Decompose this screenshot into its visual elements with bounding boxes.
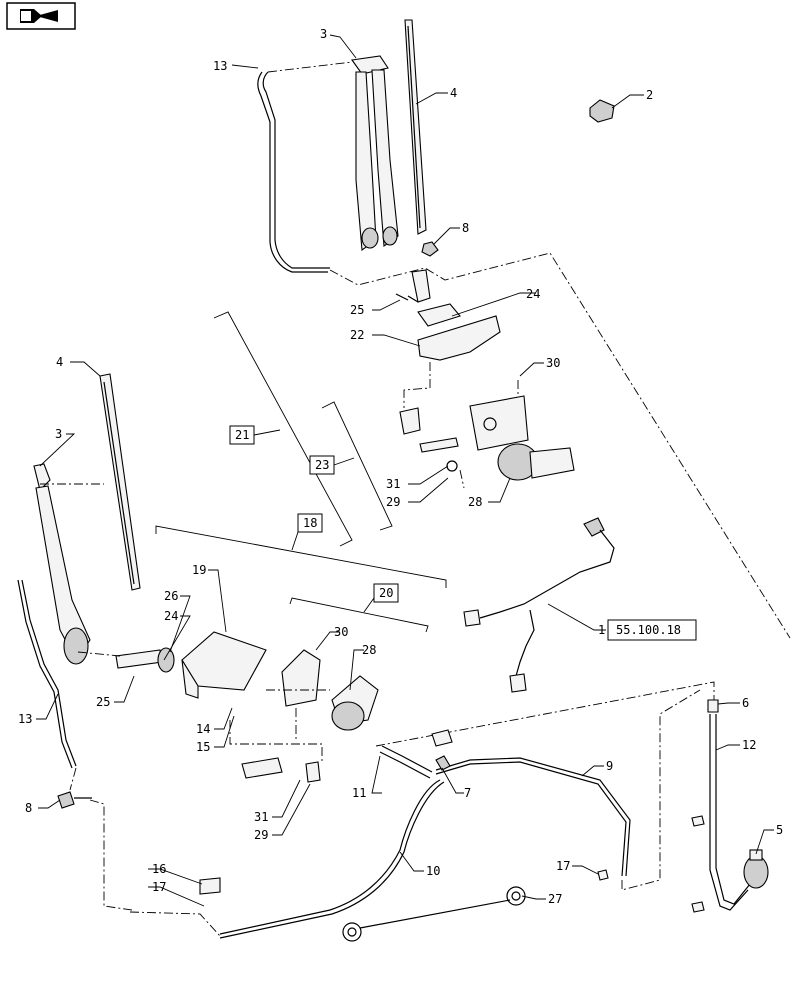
spindle-left	[115, 647, 175, 673]
callout-16: 16	[152, 862, 166, 876]
wire-harness-1	[463, 517, 615, 693]
upper-motor-28	[497, 443, 575, 481]
pad-14	[431, 729, 453, 747]
assembly-label-21: 21	[229, 425, 281, 445]
left-wiper-blade-4	[99, 373, 141, 591]
left-linkage	[241, 757, 321, 783]
callout-10: 10	[426, 864, 440, 878]
upper-wiper-blade-4	[404, 19, 427, 235]
assembly-bracket-18	[155, 525, 447, 588]
washer-tube-12	[709, 714, 751, 911]
callout-13-left: 13	[18, 712, 32, 726]
assembly-bracket-21	[213, 311, 353, 547]
assembly-label-18: 18	[291, 513, 323, 551]
callout-22: 22	[350, 328, 364, 342]
upper-bracket-24	[417, 303, 461, 327]
pump-5	[743, 849, 769, 889]
washer-hose-10	[219, 779, 445, 939]
callout-4-upper: 4	[450, 86, 457, 100]
assembly-bracket-20	[289, 597, 429, 633]
callout-24-upper: 24	[526, 287, 540, 301]
callout-15: 15	[196, 740, 210, 754]
upper-spindle	[411, 269, 431, 303]
callout-5: 5	[776, 823, 783, 837]
washer-route-to-left	[129, 911, 221, 937]
callout-4-left: 4	[56, 355, 63, 369]
callout-8-upper: 8	[462, 221, 469, 235]
callout-1: 1	[598, 623, 605, 637]
assembly-bracket-23	[321, 401, 393, 531]
upper-linkage	[399, 407, 459, 472]
left-hose-route	[69, 767, 133, 911]
callout-7: 7	[464, 786, 471, 800]
callout-3-left: 3	[55, 427, 62, 441]
callout-17-right: 17	[556, 859, 570, 873]
hose-route-13-to-3	[267, 61, 353, 73]
svg-text:21: 21	[235, 428, 249, 442]
callout-29-upper: 29	[386, 495, 400, 509]
label-16	[199, 877, 221, 895]
fitting-8-left	[57, 791, 92, 809]
callout-27: 27	[548, 892, 562, 906]
callout-30-upper: 30	[546, 356, 560, 370]
callout-6: 6	[742, 696, 749, 710]
svg-text:20: 20	[379, 586, 393, 600]
callout-14: 14	[196, 722, 210, 736]
callout-leaders	[36, 34, 774, 907]
svg-text:23: 23	[315, 458, 329, 472]
svg-text:55.100.18: 55.100.18	[616, 623, 681, 637]
upper-washer-tube-13	[257, 71, 330, 273]
callout-31-left: 31	[254, 810, 268, 824]
upper-motor-plate	[469, 395, 529, 451]
callout-24-left: 24	[164, 609, 178, 623]
assembly-label-20: 20	[363, 583, 399, 613]
cap-6	[707, 699, 719, 713]
upper-assembly-dashes	[403, 362, 519, 489]
bracket-19	[181, 631, 267, 699]
callout-29-left: 29	[254, 828, 268, 842]
assembly-label-23: 23	[309, 455, 355, 475]
left-washer-tube-13	[17, 579, 77, 769]
bolt-25-upper	[395, 293, 419, 303]
callout-25-left: 25	[96, 695, 110, 709]
washer-hose-9	[435, 757, 631, 877]
callout-17-left: 17	[152, 880, 166, 894]
cap-2	[589, 99, 615, 123]
callout-31-upper: 31	[386, 477, 400, 491]
washer-route-to-tank	[375, 681, 715, 891]
upper-wiper-arm-3	[351, 55, 399, 252]
callout-8-left: 8	[25, 801, 32, 815]
callout-28-upper: 28	[468, 495, 482, 509]
clips-17-right	[597, 815, 705, 913]
hose-11	[379, 745, 433, 779]
fitting-7	[435, 755, 451, 771]
callout-13-upper: 13	[213, 59, 227, 73]
callout-30-left: 30	[334, 625, 348, 639]
reference-link-55-100-18[interactable]: 55.100.18	[607, 619, 697, 641]
clip-27	[342, 886, 526, 942]
left-wiper-arm-3	[33, 463, 91, 665]
page-navigation-icon[interactable]	[6, 2, 76, 30]
nut-8-upper	[421, 241, 439, 257]
callout-3-upper: 3	[320, 27, 327, 41]
svg-text:18: 18	[303, 516, 317, 530]
callout-25-upper: 25	[350, 303, 364, 317]
callout-28-left: 28	[362, 643, 376, 657]
callout-11: 11	[352, 786, 366, 800]
bracket-plate-20	[281, 649, 321, 707]
callout-9: 9	[606, 759, 613, 773]
callout-26: 26	[164, 589, 178, 603]
callout-2: 2	[646, 88, 653, 102]
hose-route-13-to-8	[329, 252, 791, 639]
left-motor-28	[331, 675, 379, 731]
left-assembly-dashes	[77, 651, 330, 764]
callout-12: 12	[742, 738, 756, 752]
callout-19: 19	[192, 563, 206, 577]
upper-bracket-22	[417, 315, 501, 361]
